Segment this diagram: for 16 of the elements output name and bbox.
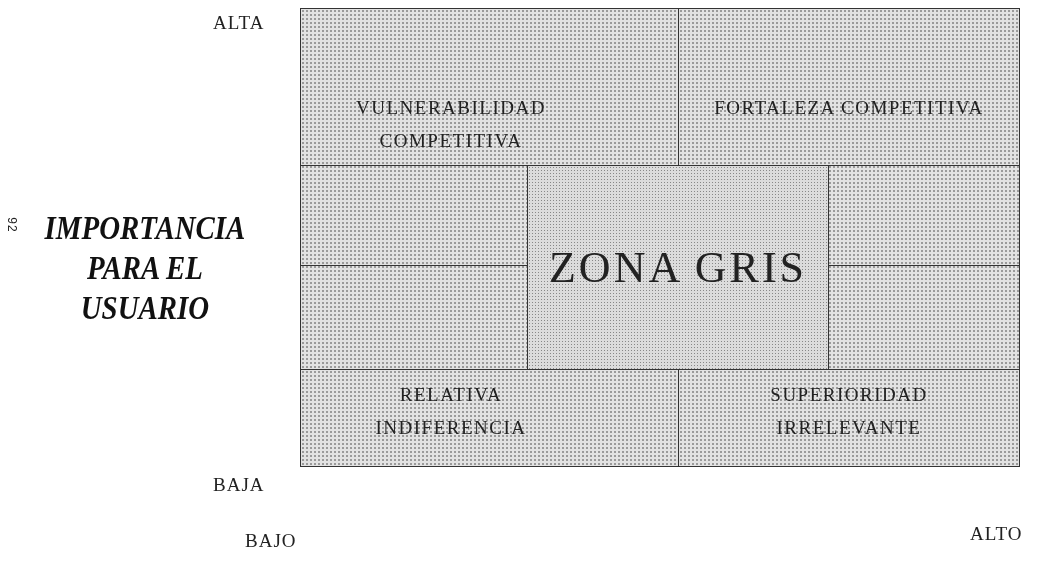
- quadrant-panel: [300, 369, 679, 467]
- quadrant-panel: [678, 369, 1020, 467]
- axis-value-label: ALTA: [213, 12, 265, 34]
- quadrant-panel: [300, 8, 679, 166]
- quadrant-label: VULNERABILIDAD COMPETITIVA: [355, 96, 547, 154]
- page-number: 92: [4, 217, 19, 233]
- center-zone-box: [527, 165, 829, 370]
- zone-label: ZONA GRIS: [549, 242, 807, 293]
- quadrant-label: FORTALEZA COMPETITIVA: [713, 96, 985, 120]
- axis-value-label: ALTO: [970, 523, 1023, 545]
- axis-value-label: BAJO: [245, 530, 297, 552]
- axis-title: IMPORTANCIA PARA EL USUARIO: [43, 208, 247, 329]
- quadrant-panel: [678, 8, 1020, 166]
- quadrant-label: SUPERIORIDAD IRRELEVANTE: [769, 383, 929, 441]
- axis-value-label: BAJA: [213, 474, 265, 496]
- quadrant-label: RELATIVA INDIFERENCIA: [374, 383, 528, 441]
